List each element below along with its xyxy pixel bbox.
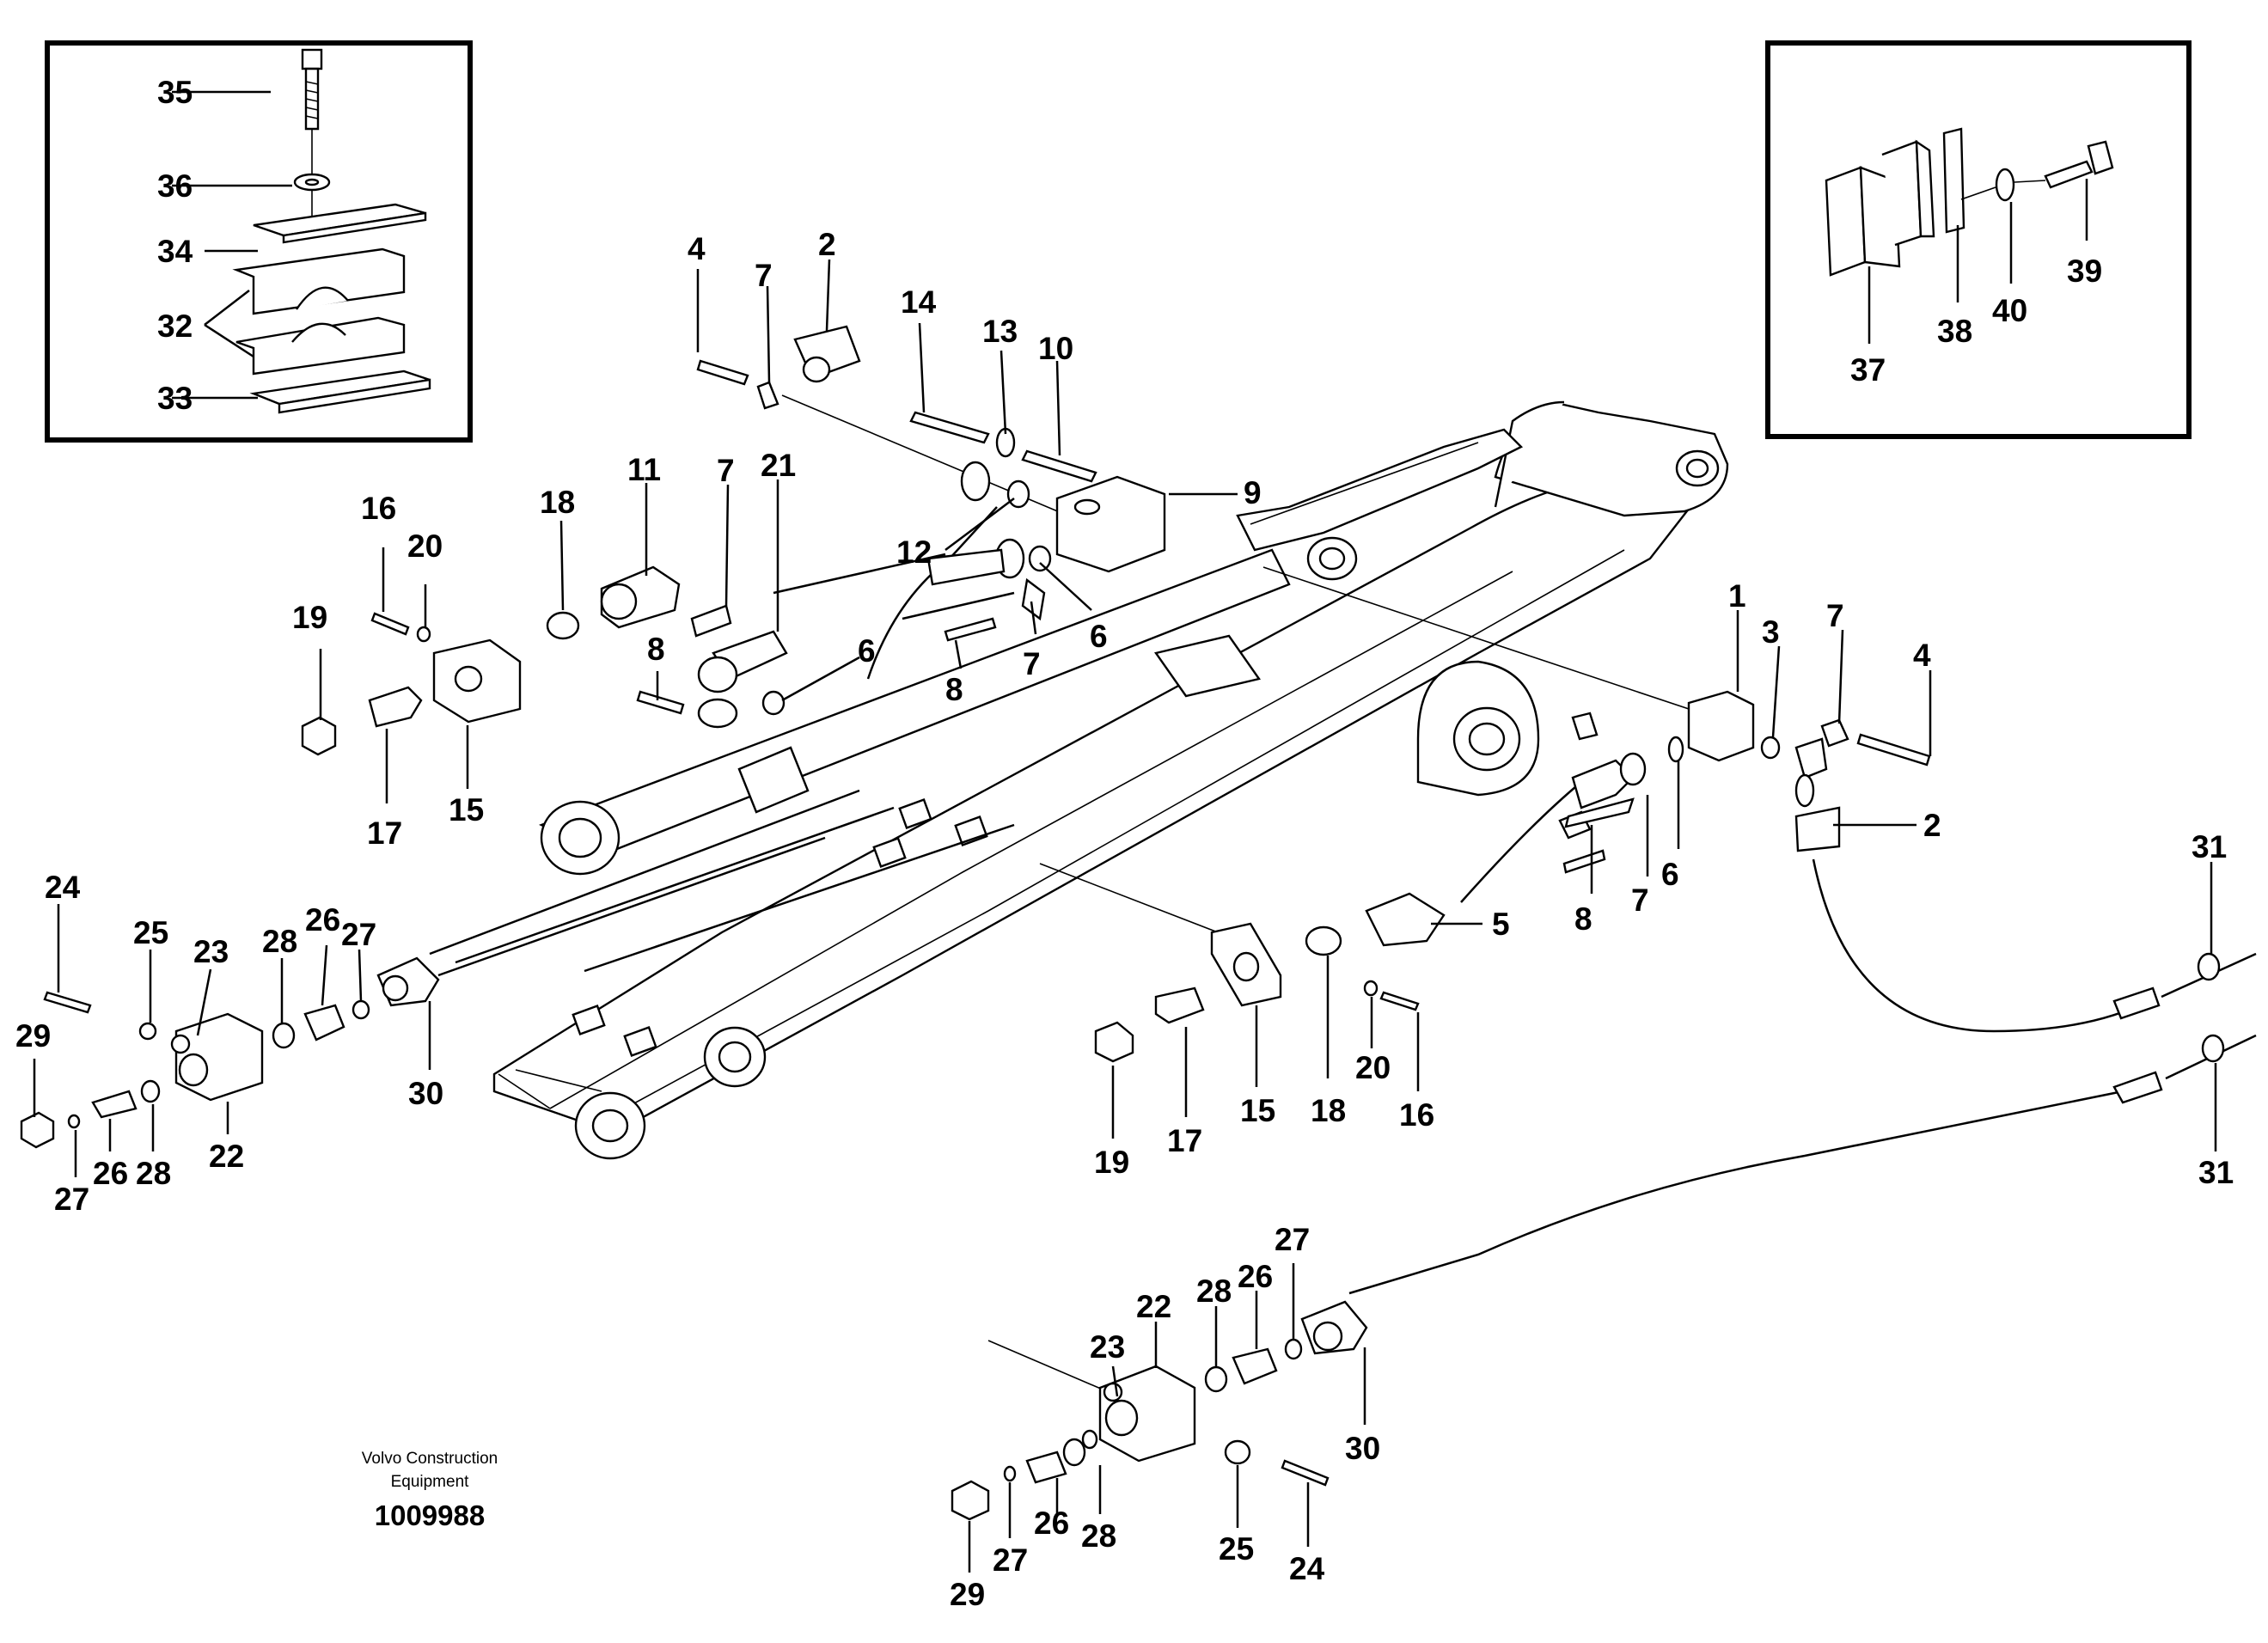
bolt-part: [301, 48, 323, 131]
callout-10: 10: [1038, 331, 1073, 366]
company-name: Volvo Construction: [362, 1450, 498, 1468]
callout-5: 5: [1492, 907, 1510, 942]
block-part-9: [1055, 475, 1166, 573]
callout-6-left: 6: [858, 633, 876, 669]
leader-lines: [33, 259, 2217, 1573]
callout-30-left: 30: [408, 1076, 443, 1111]
block-part-1: [1687, 690, 1755, 762]
callout-26-bottom-top: 26: [1238, 1259, 1273, 1294]
callout-31-bottom: 31: [2198, 1155, 2234, 1190]
callout-3: 3: [1762, 614, 1780, 650]
callout-11: 11: [627, 452, 661, 487]
callout-30-bottom: 30: [1345, 1431, 1380, 1466]
callout-24-bottom: 24: [1289, 1551, 1325, 1586]
callout-16-right: 16: [1399, 1097, 1434, 1133]
callout-28-bottom-top: 28: [1196, 1273, 1232, 1309]
callout-26-bottom: 26: [1034, 1506, 1069, 1541]
footer-block: Volvo Construction Equipment 1009988: [362, 1450, 498, 1531]
callout-25-bottom: 25: [1219, 1531, 1254, 1567]
company-name-line2: Equipment: [391, 1473, 470, 1491]
callout-7-mid2: 7: [1023, 646, 1041, 681]
callout-20-left: 20: [407, 528, 443, 564]
callout-17-right: 17: [1167, 1123, 1202, 1158]
fittings: [20, 325, 2225, 1521]
callout-29-bottom: 29: [950, 1577, 985, 1612]
callout-19-left: 19: [292, 600, 327, 635]
callout-15-right: 15: [1240, 1093, 1275, 1128]
callout-15-left: 15: [449, 792, 484, 828]
callout-8-left: 8: [647, 632, 665, 667]
inset-clamp-assembled: [1765, 40, 2192, 439]
callout-9: 9: [1244, 475, 1262, 510]
callout-20-right: 20: [1355, 1050, 1391, 1085]
hydraulic-lines: [429, 394, 2257, 1393]
callout-8-right: 8: [1574, 901, 1592, 937]
callout-27-bottom: 27: [993, 1542, 1028, 1578]
callout-26-left-top: 26: [305, 902, 340, 938]
callout-23-bottom: 23: [1090, 1329, 1125, 1365]
callout-24-left: 24: [45, 870, 81, 905]
callout-38: 38: [1937, 314, 1972, 349]
clamp-block-part: [1825, 166, 1867, 277]
callout-2-right: 2: [1923, 808, 1941, 843]
callout-6-right: 6: [1661, 857, 1679, 892]
callout-36: 36: [157, 168, 193, 204]
bolt-part-2: [2044, 140, 2114, 189]
callout-7-right2: 7: [1631, 883, 1649, 918]
callout-23-left: 23: [193, 934, 229, 969]
callout-33: 33: [157, 381, 193, 416]
boom-arm: [492, 400, 1729, 1160]
callout-7-mid: 7: [717, 453, 735, 488]
callout-22-left: 22: [209, 1139, 244, 1174]
callout-18-right: 18: [1311, 1093, 1346, 1128]
callout-7-right: 7: [1826, 598, 1844, 633]
callout-27-left-top: 27: [341, 917, 376, 952]
callout-2-top: 2: [818, 227, 836, 262]
callout-22-bottom: 22: [1136, 1289, 1171, 1324]
callout-19-right: 19: [1094, 1145, 1129, 1180]
callout-17-left: 17: [367, 815, 402, 851]
washer-part-2: [1995, 168, 2015, 202]
callout-37: 37: [1850, 352, 1886, 388]
callout-32: 32: [157, 308, 193, 344]
side-plate-part: [1942, 127, 1965, 234]
clamp-halves-part: [232, 247, 406, 376]
callout-28-left-bottom: 28: [136, 1156, 171, 1191]
inset-clamp-exploded: [45, 40, 473, 443]
callout-14: 14: [901, 284, 937, 320]
callout-31-top: 31: [2192, 829, 2227, 864]
callout-7-top: 7: [755, 258, 773, 293]
callout-18-top: 18: [540, 485, 575, 520]
callout-4-right: 4: [1913, 638, 1931, 673]
callout-29-left: 29: [15, 1018, 51, 1054]
callout-27-left-bottom: 27: [54, 1182, 89, 1217]
drawing-number: 1009988: [375, 1499, 485, 1531]
callout-8-mid: 8: [945, 672, 963, 707]
callout-35: 35: [157, 75, 193, 110]
callout-28-bottom: 28: [1081, 1518, 1116, 1554]
callout-labels: 35 36 34 32 33 37 38 40 39 4 7 2 14 13 1…: [15, 75, 2234, 1612]
callout-4-top: 4: [688, 231, 706, 266]
callout-6-mid: 6: [1090, 619, 1108, 654]
callout-1: 1: [1728, 578, 1746, 614]
callout-26-left-bottom: 26: [93, 1156, 128, 1191]
callout-12: 12: [896, 534, 932, 570]
callout-39: 39: [2067, 253, 2102, 289]
callout-16-left: 16: [361, 491, 396, 526]
callout-21: 21: [761, 448, 796, 483]
callout-27-bottom-top: 27: [1275, 1222, 1310, 1257]
callout-25-left: 25: [133, 915, 168, 950]
callout-28-left-top: 28: [262, 924, 297, 959]
callout-34: 34: [157, 234, 193, 269]
callout-40: 40: [1992, 293, 2027, 328]
callout-13: 13: [982, 314, 1018, 349]
